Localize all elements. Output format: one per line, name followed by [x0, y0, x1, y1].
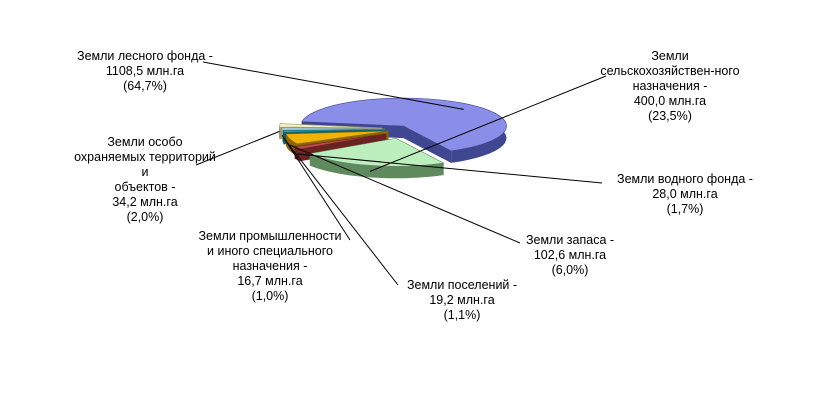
- label-settle: Земли поселений - 19,2 млн.га (1,1%): [406, 278, 518, 322]
- leader-lines: [195, 61, 607, 286]
- label-water: Земли водного фонда - 28,0 млн.га (1,7%): [617, 172, 753, 216]
- slice-protected: [278, 123, 383, 129]
- slice-forest: [301, 97, 507, 152]
- slice-settle: [282, 129, 387, 133]
- leader-settle: [282, 137, 399, 286]
- slice-reserve: [285, 130, 389, 145]
- label-reserve: Земли запаса - 102,6 млн.га (6,0%): [525, 233, 615, 277]
- pie-tops: [278, 97, 507, 167]
- slice-wall-forest-1: [403, 126, 452, 163]
- leader-water: [297, 153, 603, 184]
- label-industry: Земли промышленности и иного специальног…: [198, 229, 342, 303]
- label-forest: Земли лесного фонда - 1108,5 млн.га (64,…: [77, 49, 213, 93]
- label-protected: Земли особо охраняемых территорий и объе…: [74, 135, 216, 224]
- leader-protected: [195, 130, 280, 166]
- slice-industry: [281, 127, 386, 131]
- leader-agri: [369, 75, 607, 172]
- leader-industry: [281, 134, 351, 241]
- leader-reserve: [289, 144, 521, 244]
- slice-agri: [308, 137, 445, 167]
- leader-forest: [202, 61, 464, 110]
- label-agri: Земли сельскохозяйствен-ного назначения …: [600, 49, 740, 123]
